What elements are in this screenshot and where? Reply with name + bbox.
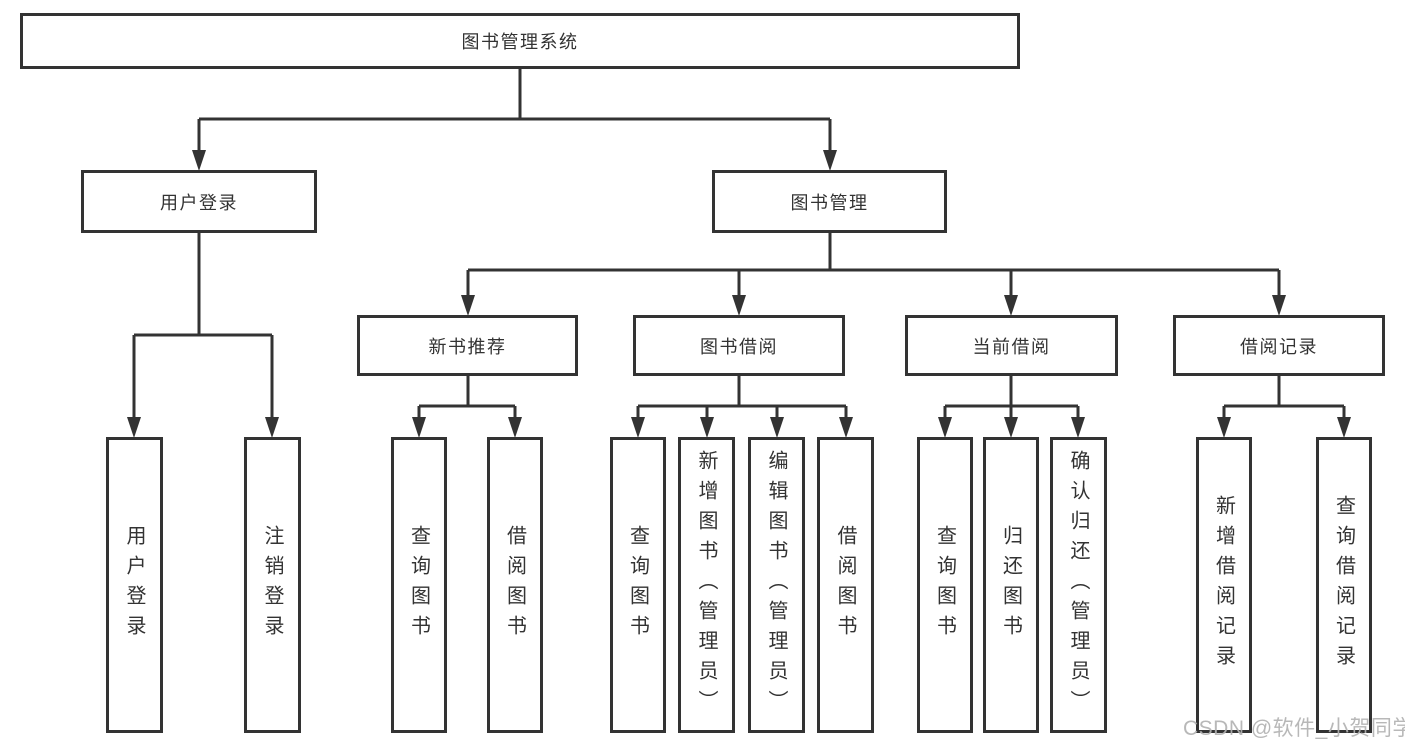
leaf-user-login: 用户登录 bbox=[106, 437, 163, 733]
leaf-borrowing-edit-admin: 编辑图书（管理员） bbox=[748, 437, 805, 733]
leaf-label: 查询图书 bbox=[407, 525, 430, 645]
arrow-icon bbox=[700, 417, 714, 438]
node-book-borrowing: 图书借阅 bbox=[633, 315, 845, 376]
leaf-current-return: 归还图书 bbox=[983, 437, 1039, 733]
arrow-icon bbox=[823, 150, 837, 171]
arrow-icon bbox=[1071, 417, 1085, 438]
leaf-newbooks-borrow: 借阅图书 bbox=[487, 437, 543, 733]
node-book-management: 图书管理 bbox=[712, 170, 947, 233]
arrow-icon bbox=[508, 417, 522, 438]
leaf-label: 编辑图书（管理员） bbox=[765, 450, 787, 720]
leaf-label: 查询图书 bbox=[933, 525, 956, 645]
node-root: 图书管理系统 bbox=[20, 13, 1020, 69]
arrow-icon bbox=[412, 417, 426, 438]
connector-current-to-leaves bbox=[943, 376, 1080, 418]
leaf-label: 新增借阅记录 bbox=[1212, 495, 1235, 675]
leaf-label: 查询图书 bbox=[626, 525, 649, 645]
connector-borrowing-to-leaves bbox=[636, 376, 848, 418]
connector-records-to-leaves bbox=[1222, 376, 1346, 418]
arrow-icon bbox=[1337, 417, 1351, 438]
connector-newbooks-to-leaves bbox=[417, 376, 517, 418]
leaf-label: 归还图书 bbox=[999, 525, 1022, 645]
node-current-borrowing: 当前借阅 bbox=[905, 315, 1118, 376]
arrow-icon bbox=[461, 295, 475, 316]
csdn-watermark: CSDN @软件_小贺同学 bbox=[1183, 717, 1405, 740]
leaf-records-add: 新增借阅记录 bbox=[1196, 437, 1252, 733]
arrowheads bbox=[127, 150, 1351, 438]
arrow-icon bbox=[732, 295, 746, 316]
connector-userlogin-to-leaves bbox=[132, 233, 274, 418]
arrow-icon bbox=[839, 417, 853, 438]
arrow-icon bbox=[1004, 295, 1018, 316]
arrow-icon bbox=[127, 417, 141, 438]
leaf-label: 确认归还（管理员） bbox=[1067, 450, 1089, 720]
leaf-label: 借阅图书 bbox=[503, 525, 526, 645]
leaf-newbooks-query: 查询图书 bbox=[391, 437, 447, 733]
leaf-borrowing-borrow: 借阅图书 bbox=[817, 437, 874, 733]
connector-root-to-level2 bbox=[197, 69, 832, 151]
node-user-login: 用户登录 bbox=[81, 170, 317, 233]
leaf-label: 注销登录 bbox=[261, 525, 283, 645]
leaf-label: 用户登录 bbox=[123, 525, 145, 645]
leaf-logout: 注销登录 bbox=[244, 437, 301, 733]
leaf-label: 新增图书（管理员） bbox=[695, 450, 717, 720]
arrow-icon bbox=[1004, 417, 1018, 438]
arrow-icon bbox=[770, 417, 784, 438]
arrow-icon bbox=[938, 417, 952, 438]
node-borrowing-records: 借阅记录 bbox=[1173, 315, 1385, 376]
connector-bookmgmt-to-level3 bbox=[466, 233, 1281, 296]
leaf-label: 借阅图书 bbox=[834, 525, 856, 645]
leaf-borrowing-query: 查询图书 bbox=[610, 437, 666, 733]
leaf-label: 查询借阅记录 bbox=[1332, 495, 1355, 675]
leaf-current-query: 查询图书 bbox=[917, 437, 973, 733]
arrow-icon bbox=[631, 417, 645, 438]
node-new-book-recommend: 新书推荐 bbox=[357, 315, 578, 376]
leaf-records-query: 查询借阅记录 bbox=[1316, 437, 1372, 733]
leaf-borrowing-add-admin: 新增图书（管理员） bbox=[678, 437, 735, 733]
arrow-icon bbox=[1272, 295, 1286, 316]
arrow-icon bbox=[265, 417, 279, 438]
arrow-icon bbox=[192, 150, 206, 171]
arrow-icon bbox=[1217, 417, 1231, 438]
leaf-current-confirm-return-admin: 确认归还（管理员） bbox=[1050, 437, 1107, 733]
